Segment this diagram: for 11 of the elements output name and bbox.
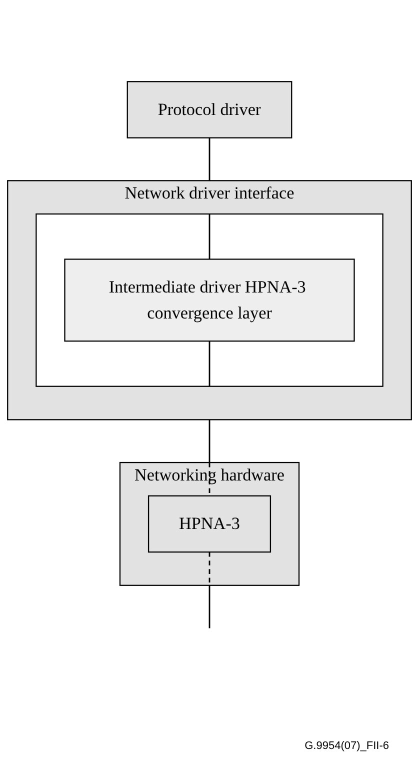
node-box: Intermediate driver HPNA-3 convergence layer bbox=[64, 258, 355, 342]
connector bbox=[208, 138, 210, 180]
connector-line bbox=[208, 214, 210, 260]
connector-line bbox=[208, 552, 210, 586]
connector bbox=[208, 420, 210, 462]
connector-line bbox=[208, 340, 210, 386]
connector-line bbox=[208, 462, 210, 496]
connector bbox=[208, 585, 210, 628]
node-box: HPNA-3 bbox=[148, 495, 272, 552]
figure-id-label: G.9954(07)_FII-6 bbox=[304, 740, 390, 752]
node-box: Protocol driver bbox=[126, 80, 292, 138]
